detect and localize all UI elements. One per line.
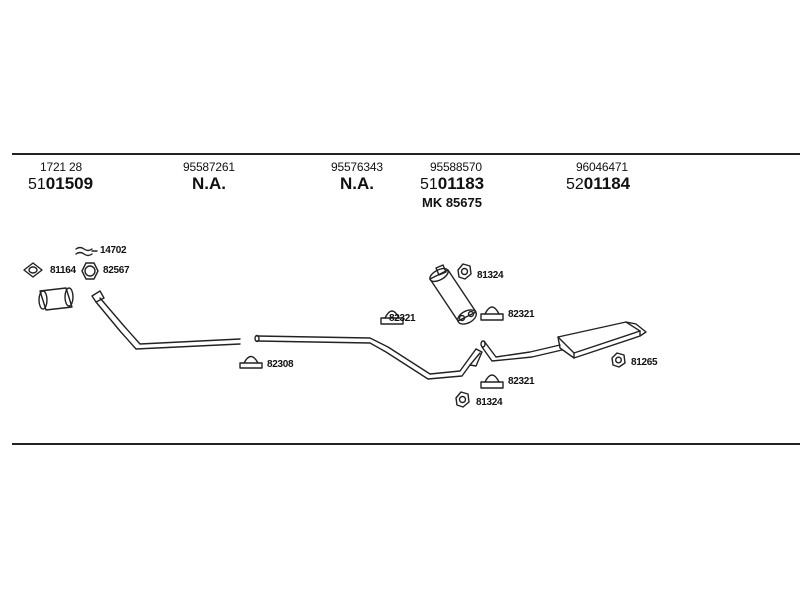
column-4-number: 5101183 — [420, 174, 484, 195]
label-82321-lower: 82321 — [508, 376, 535, 387]
label-82308: 82308 — [267, 359, 294, 370]
column-ref: 96046471 — [576, 160, 628, 174]
column-ref: 95576343 — [331, 160, 383, 174]
part-number: 01509 — [45, 174, 94, 193]
column-ref: 95588570 — [430, 160, 482, 174]
column-2-number: N.A. — [192, 174, 226, 194]
intermediate-pipe-icon — [254, 334, 483, 380]
number-prefix: 51 — [28, 176, 46, 193]
tail-pipe-icon — [480, 340, 563, 362]
column-1: 1721 28 — [40, 160, 82, 174]
column-4: 95588570 — [430, 160, 482, 174]
clamp-82308-icon — [239, 355, 263, 369]
column-5: 96046471 — [576, 160, 628, 174]
label-14702: 14702 — [100, 245, 127, 256]
part-number: N.A. — [192, 174, 226, 193]
bottom-rule — [12, 443, 800, 445]
hanger-81265-icon — [611, 352, 626, 368]
label-82567: 82567 — [103, 265, 130, 276]
number-prefix: 51 — [420, 176, 438, 193]
rear-muffler-icon — [557, 321, 647, 359]
column-1-number: 5101509 — [28, 174, 93, 195]
clamp-82321-icon — [480, 374, 504, 389]
gasket-81164-icon — [23, 262, 43, 278]
label-82321-right: 82321 — [508, 309, 535, 320]
column-ref: 95587261 — [183, 160, 235, 174]
column-3-number: N.A. — [340, 174, 374, 194]
number-prefix: 52 — [566, 176, 584, 193]
part-number: 01184 — [583, 174, 631, 193]
clip-14702-icon — [75, 246, 98, 257]
gasket-82567-icon — [81, 262, 99, 280]
column-4-mk: MK 85675 — [422, 195, 482, 211]
part-number: N.A. — [340, 174, 374, 193]
label-81265: 81265 — [631, 357, 658, 368]
top-rule — [12, 153, 800, 155]
clamp-82321-icon — [380, 310, 404, 325]
column-3: 95576343 — [331, 160, 383, 174]
gasket-81324-icon — [457, 263, 472, 280]
clamp-82321-icon — [480, 306, 504, 321]
label-81164: 81164 — [50, 265, 76, 276]
center-silencer-icon — [429, 264, 477, 325]
column-ref: 1721 28 — [40, 160, 82, 174]
label-81324-lower: 81324 — [476, 397, 503, 408]
column-5-number: 5201184 — [566, 174, 630, 195]
column-2: 95587261 — [183, 160, 235, 174]
sleeve-icon — [38, 287, 74, 311]
part-number: 01183 — [437, 174, 485, 193]
front-pipe-icon — [91, 290, 241, 350]
label-81324-top: 81324 — [477, 270, 504, 281]
label-82321-left: 82321 — [389, 313, 416, 324]
gasket-81324-icon — [455, 391, 470, 408]
mk-number: MK 85675 — [422, 195, 482, 210]
